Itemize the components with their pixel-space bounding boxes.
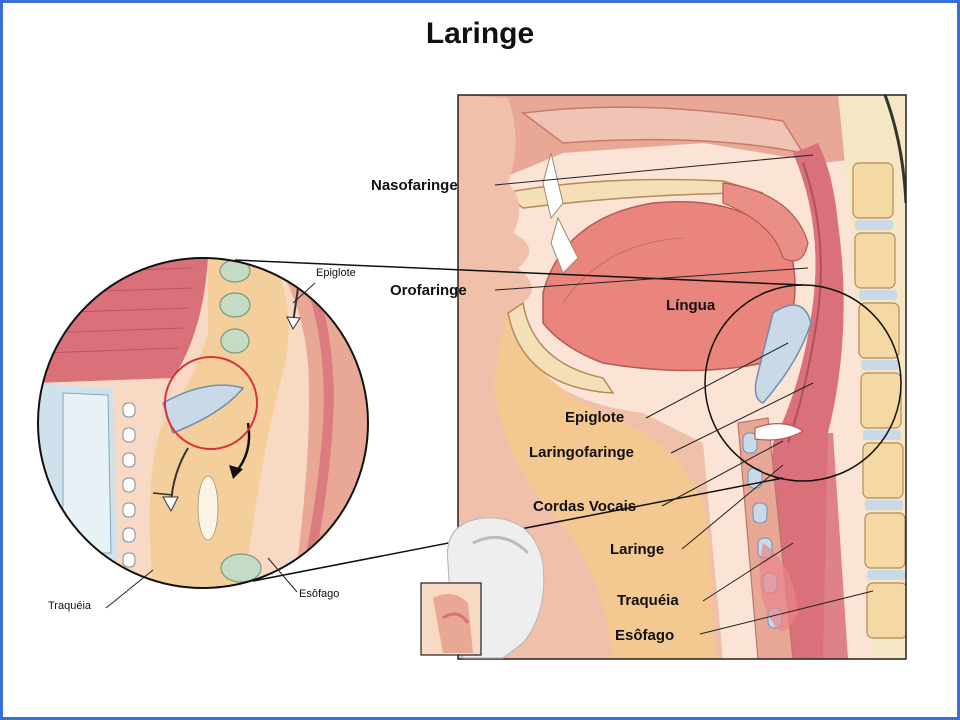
label-orofaringe: Orofaringe: [390, 282, 467, 299]
label-lingua: Língua: [666, 297, 716, 314]
head-thumbnail: [420, 517, 545, 659]
label-laringe: Laringe: [610, 541, 665, 558]
epiglottis-highlight-circle: [164, 356, 258, 450]
larynx-diagram: [37, 94, 907, 660]
label-laringofaringe: Laringofaringe: [529, 444, 635, 461]
page-title: Laringe: [425, 17, 535, 50]
label-traqueia: Traquéia: [617, 592, 679, 609]
label-leader-lines: [105, 154, 874, 635]
label-esofago: Esôfago: [615, 627, 675, 644]
inset-label-esofago: Esôfago: [299, 588, 340, 600]
inset-circle-border: [37, 257, 369, 589]
label-epiglote: Epiglote: [565, 409, 625, 426]
sagittal-section-illustration: [458, 95, 906, 659]
inset-magnified-view: [38, 258, 368, 588]
inset-label-traqueia: Traquéia: [48, 600, 92, 612]
zoom-line-top: [234, 259, 804, 286]
label-cordas-vocais: Cordas Vocais: [533, 498, 637, 515]
inset-label-epiglote: Epiglote: [316, 267, 356, 279]
label-nasofaringe: Nasofaringe: [371, 177, 458, 194]
